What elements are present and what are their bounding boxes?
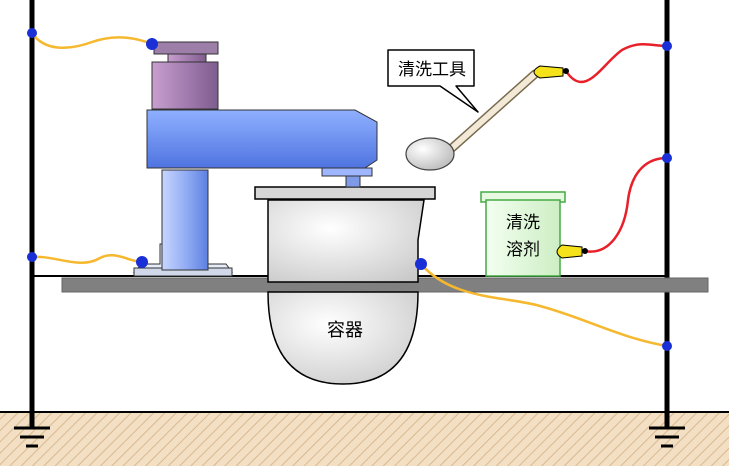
wire-tool-to-frame: [564, 43, 668, 84]
node-right-top: [662, 41, 672, 51]
yellow-ground-wires: [30, 32, 668, 348]
node-left-top: [27, 28, 37, 38]
cleaning-tool-label: 清洗工具: [398, 60, 466, 80]
clip-cleaning-tool: [533, 65, 569, 79]
cleaning-tool-callout: 清洗工具: [387, 49, 479, 113]
node-robot-base: [136, 256, 148, 268]
ground-symbol-right: [649, 426, 685, 448]
ground: [0, 411, 729, 466]
cleaning-tool: [405, 69, 540, 171]
container-label: 容器: [327, 320, 363, 341]
node-right-low: [662, 341, 672, 351]
node-right-mid: [662, 153, 672, 163]
clip-solvent: [556, 244, 588, 259]
wire-frame-to-robot-base: [31, 254, 143, 264]
node-motor: [146, 38, 158, 50]
solvent-label-line2: 溶剂: [506, 240, 540, 260]
solvent-label-line1: 清洗: [506, 213, 540, 233]
node-vessel: [415, 258, 427, 270]
wire-vessel-to-frame: [420, 263, 668, 348]
wire-solvent-to-frame: [583, 156, 668, 253]
wire-frame-to-motor: [30, 32, 153, 50]
red-ground-wires: [564, 43, 668, 253]
container-vessel: 容器: [254, 186, 436, 385]
connection-nodes: [27, 28, 672, 351]
robot-arm: [132, 41, 378, 277]
node-left-mid: [27, 252, 37, 262]
ground-symbol-left: [14, 426, 50, 448]
cleaning-solvent-canister: 清洗 溶剂: [480, 191, 566, 277]
